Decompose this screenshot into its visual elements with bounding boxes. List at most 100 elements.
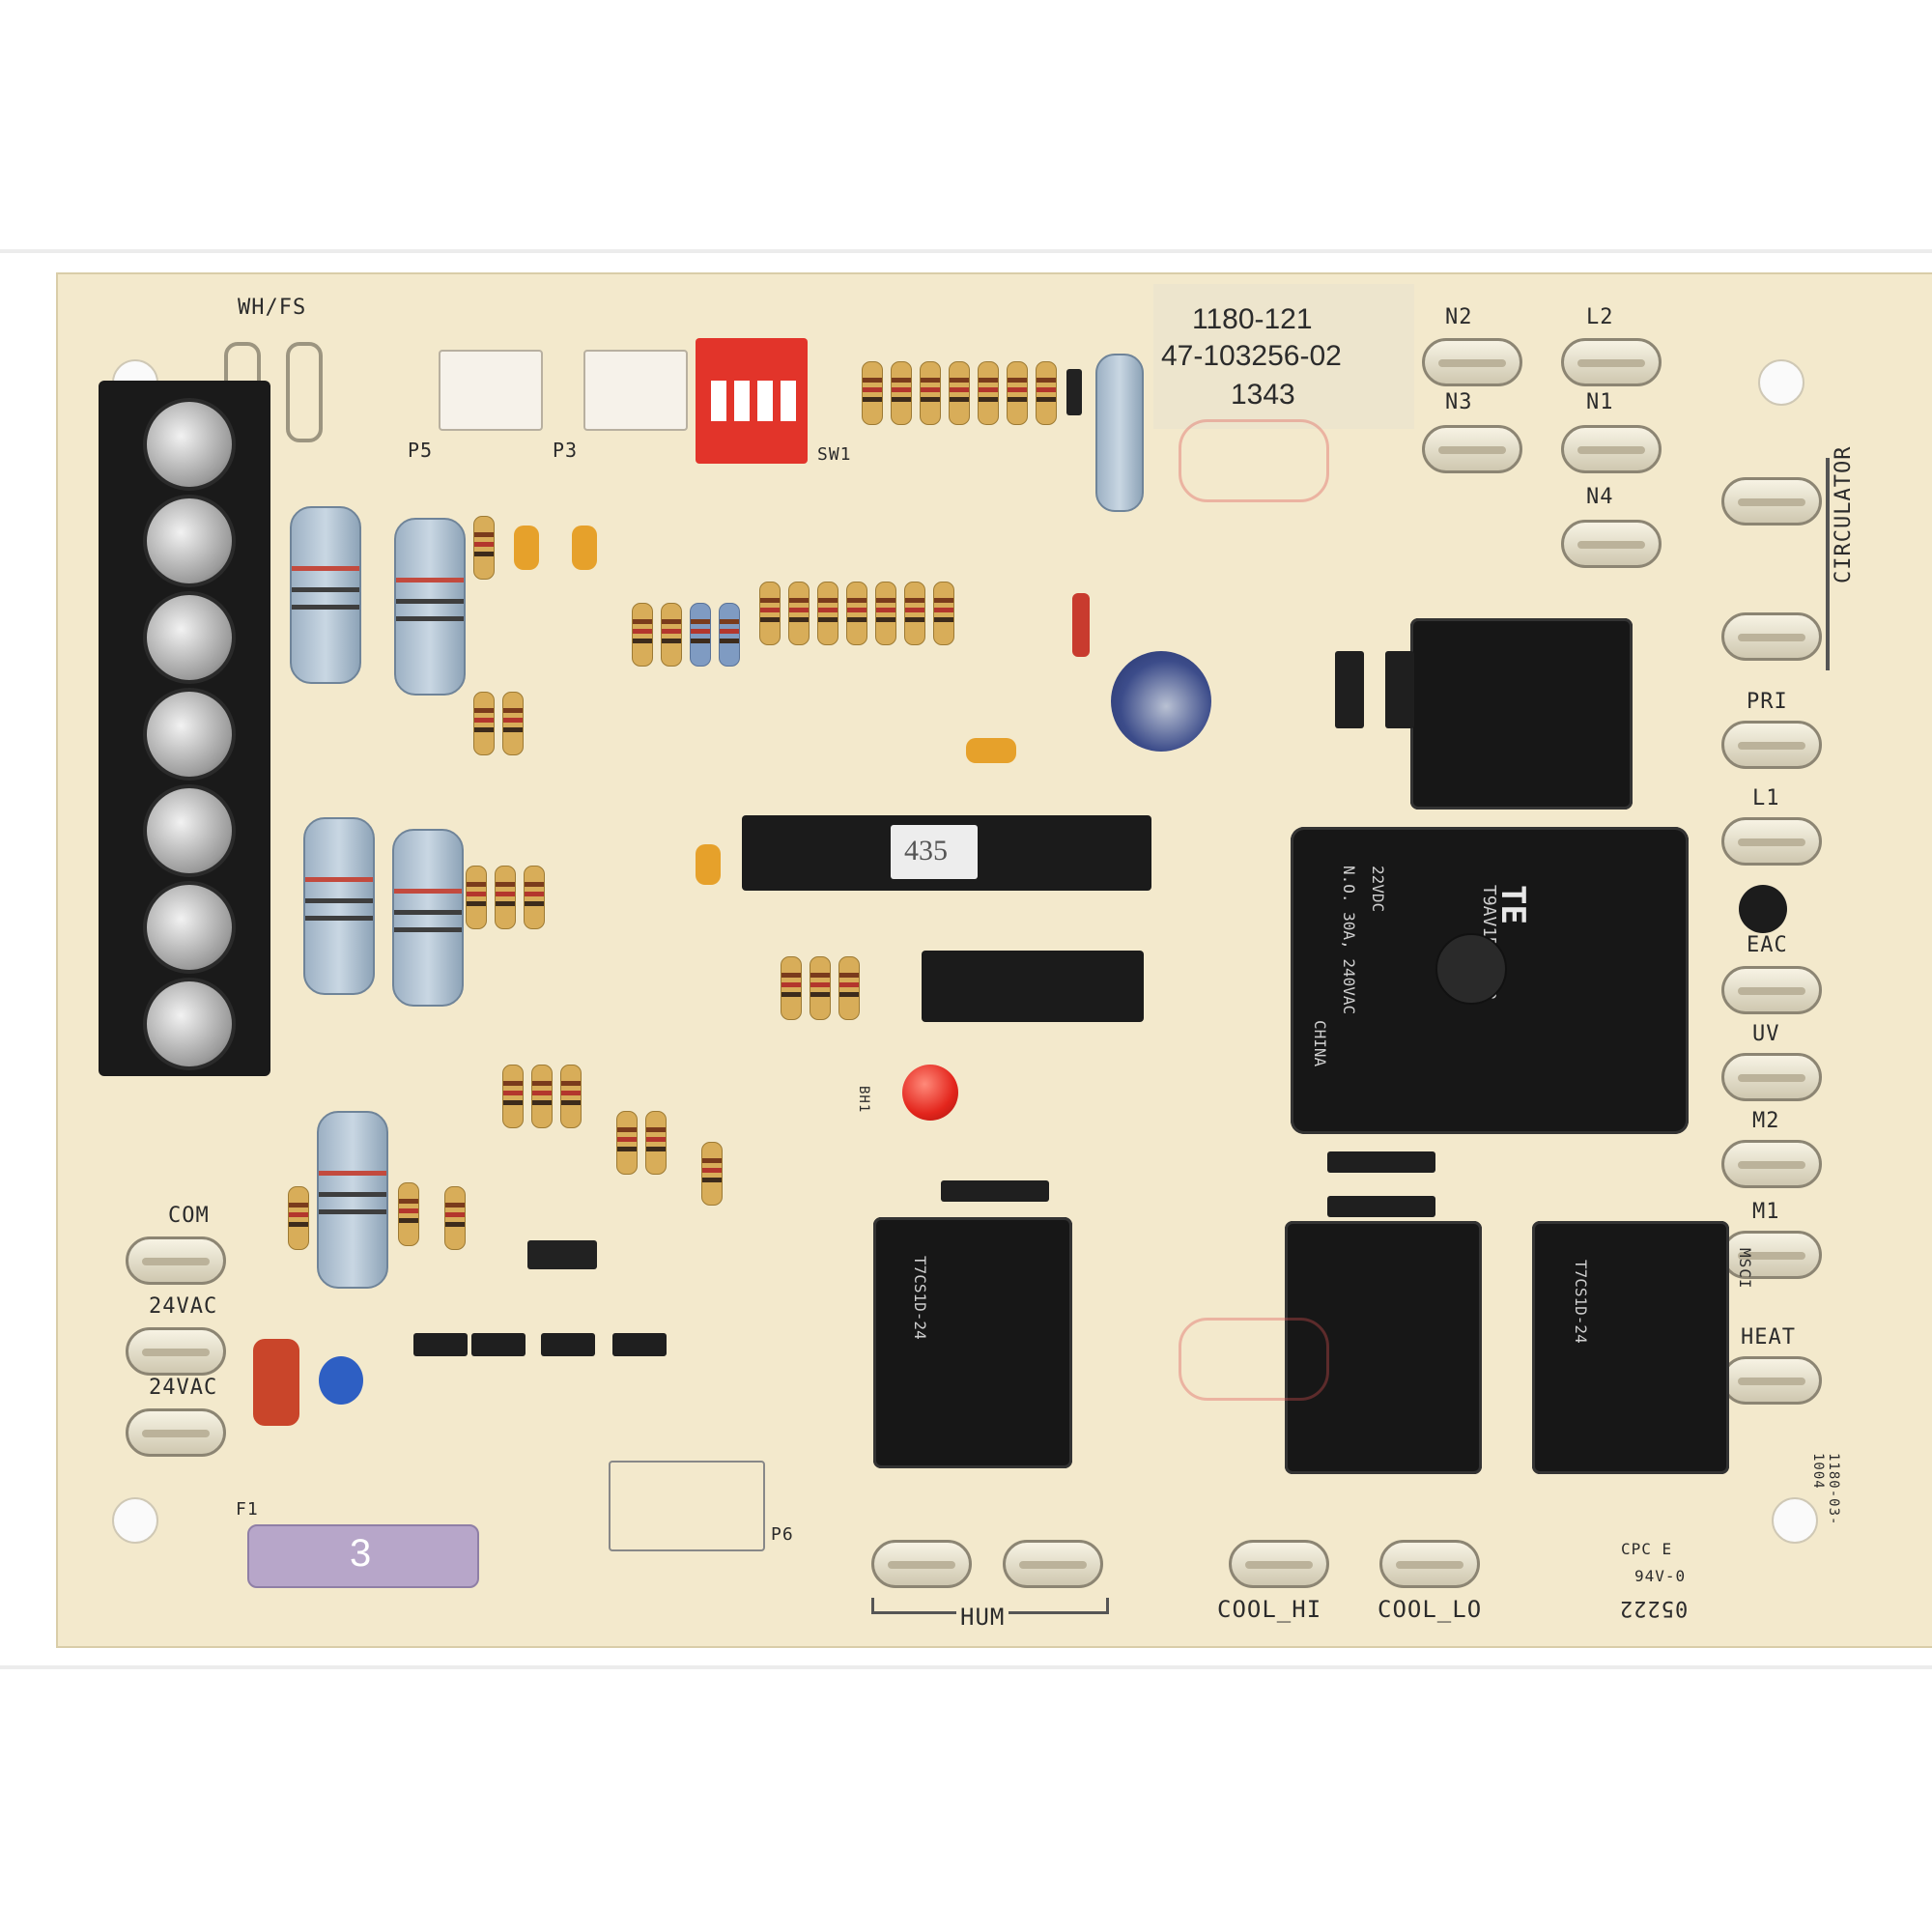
side-code: MSCI — [1736, 1248, 1754, 1290]
sw1-label: SW1 — [817, 444, 852, 465]
inspection-stamp — [1179, 419, 1329, 502]
diode — [1335, 651, 1364, 728]
relay-voltage: 22VDC — [1369, 866, 1387, 913]
screw-terminal[interactable] — [143, 881, 236, 974]
terminal-24vac-1[interactable] — [126, 1327, 226, 1376]
screw-terminal[interactable] — [143, 784, 236, 877]
terminal-label-com: COM — [168, 1204, 210, 1228]
wh-fs-terminal[interactable] — [286, 342, 323, 442]
terminal-l1[interactable] — [1721, 817, 1822, 866]
cert-line-2: 94V-0 — [1634, 1567, 1687, 1585]
transistor — [527, 1240, 597, 1269]
terminal-pri[interactable] — [1721, 721, 1822, 769]
screw-terminal-block — [99, 381, 270, 1076]
corner-code: 05222 — [1619, 1596, 1689, 1620]
mounting-hole — [1772, 1497, 1818, 1544]
screw-terminal[interactable] — [143, 495, 236, 587]
relay-upper — [1410, 618, 1633, 810]
terminal-circulator-2[interactable] — [1721, 612, 1822, 661]
background-band-bottom — [0, 1665, 1932, 1669]
fuse[interactable]: 3 — [247, 1524, 479, 1588]
capacitor — [966, 738, 1016, 763]
terminal-circulator-1[interactable] — [1721, 477, 1822, 526]
relay-coil — [1435, 933, 1507, 1005]
background-band-top — [0, 249, 1932, 253]
power-resistor — [317, 1111, 388, 1289]
power-resistor — [290, 506, 361, 684]
terminal-label-n2: N2 — [1445, 305, 1473, 329]
terminal-com[interactable] — [126, 1236, 226, 1285]
resistor — [1007, 361, 1028, 425]
wh-fs-label: WH/FS — [238, 296, 307, 320]
capacitor — [514, 526, 539, 570]
led-label: BH1 — [856, 1086, 871, 1114]
cert-line-1: CPC E — [1621, 1540, 1673, 1558]
circuit-board: WH/FS P5 P3 SW1 1180-121 47-103256-02 13… — [56, 272, 1932, 1648]
terminal-hum-1[interactable] — [871, 1540, 972, 1588]
resistor — [645, 1111, 667, 1175]
terminal-l2[interactable] — [1561, 338, 1662, 386]
terminal-m2[interactable] — [1721, 1140, 1822, 1188]
terminal-label-24vac-1: 24VAC — [149, 1294, 218, 1319]
terminal-hum-2[interactable] — [1003, 1540, 1103, 1588]
part-label-sticker: 1180-121 47-103256-02 1343 — [1153, 284, 1414, 429]
relay-origin: CHINA — [1311, 1020, 1329, 1067]
resistor — [690, 603, 711, 667]
relay-hum: T7CS1D-24 — [873, 1217, 1072, 1468]
terminal-24vac-2[interactable] — [126, 1408, 226, 1457]
inspection-stamp — [1179, 1318, 1329, 1401]
terminal-cool-hi[interactable] — [1229, 1540, 1329, 1588]
diode — [1385, 651, 1414, 728]
chip-label-text: 435 — [904, 835, 948, 867]
diode — [941, 1180, 1049, 1202]
terminal-label-n1: N1 — [1586, 390, 1614, 414]
terminal-m1[interactable] — [1721, 1231, 1822, 1279]
relay-brand: TE — [1493, 885, 1532, 924]
terminal-label-eac: EAC — [1747, 933, 1788, 957]
terminal-n2[interactable] — [1422, 338, 1522, 386]
terminal-cool-lo[interactable] — [1379, 1540, 1480, 1588]
terminal-uv[interactable] — [1721, 1053, 1822, 1101]
resistor — [502, 692, 524, 755]
resistor — [949, 361, 970, 425]
film-capacitor — [253, 1339, 299, 1426]
resistor — [398, 1182, 419, 1246]
relay-cool-lo: T7CS1D-24 — [1532, 1221, 1729, 1474]
screw-terminal[interactable] — [143, 398, 236, 491]
screw-terminal[interactable] — [143, 688, 236, 781]
terminal-n4[interactable] — [1561, 520, 1662, 568]
power-resistor — [394, 518, 466, 696]
resistor — [978, 361, 999, 425]
terminal-eac[interactable] — [1721, 966, 1822, 1014]
p6-connector[interactable] — [609, 1461, 765, 1551]
resistor — [466, 866, 487, 929]
diode — [1066, 369, 1082, 415]
diode — [1072, 593, 1090, 657]
circulator-label: CIRCULATOR — [1832, 445, 1856, 583]
terminal-n1[interactable] — [1561, 425, 1662, 473]
screw-terminal[interactable] — [143, 591, 236, 684]
fuse-holder-label: F1 — [236, 1499, 259, 1520]
chip-label: 435 — [891, 825, 978, 879]
diode — [1327, 1196, 1435, 1217]
terminal-label-heat: HEAT — [1741, 1325, 1796, 1350]
driver-chip — [922, 951, 1144, 1022]
relay-main: TE T9AV1D12-22 N.O. 30A, 240VAC 22VDC CH… — [1291, 827, 1689, 1134]
diode — [471, 1333, 526, 1356]
p5-connector[interactable] — [439, 350, 543, 431]
resistor — [875, 582, 896, 645]
terminal-label-uv: UV — [1752, 1022, 1780, 1046]
dip-switch[interactable] — [696, 338, 808, 464]
terminal-heat[interactable] — [1721, 1356, 1822, 1405]
resistor — [838, 956, 860, 1020]
p3-connector[interactable] — [583, 350, 688, 431]
resistor — [288, 1186, 309, 1250]
terminal-n3[interactable] — [1422, 425, 1522, 473]
terminal-label-m2: M2 — [1752, 1109, 1780, 1133]
screw-terminal[interactable] — [143, 978, 236, 1070]
power-resistor — [303, 817, 375, 995]
terminal-label-l2: L2 — [1586, 305, 1614, 329]
resistor — [920, 361, 941, 425]
resistor — [473, 692, 495, 755]
relay-spec: N.O. 30A, 240VAC — [1340, 866, 1358, 1015]
